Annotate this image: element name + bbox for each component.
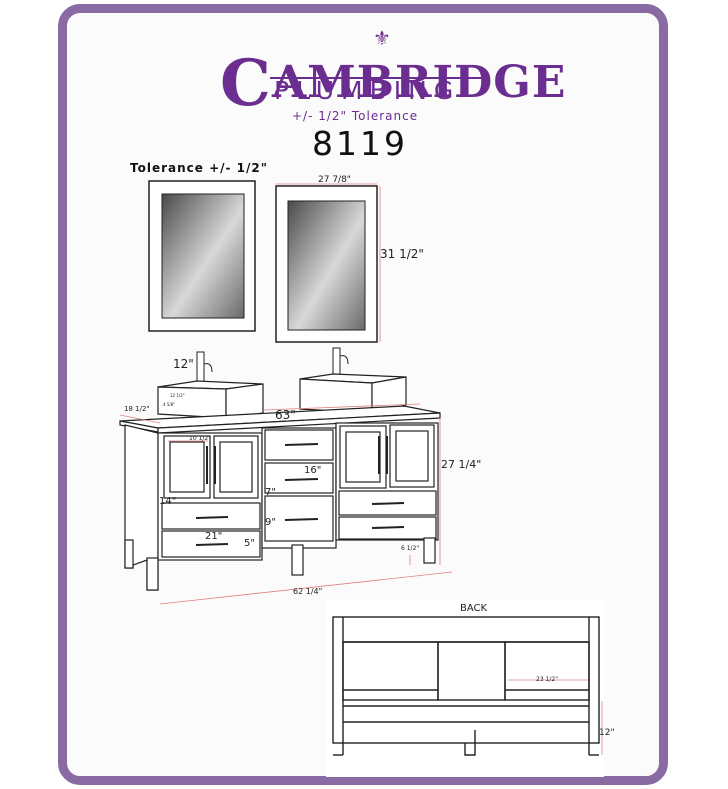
fleur-de-lis-icon: ⚜ [373, 26, 391, 50]
label-mirror-height: 31 1/2" [380, 247, 424, 261]
mirror-right [275, 185, 378, 343]
vanity-dim-lines [119, 403, 453, 605]
label-vanity-height: 27 1/4" [441, 458, 481, 471]
label-sink-dim-2: 4 5/8" [163, 402, 175, 407]
label-center-drawer-width: 16" [304, 465, 321, 476]
mirror-dim-lines [276, 183, 381, 342]
brand-name: AMBRIDGE [271, 57, 567, 108]
label-back-leg-height: 12" [599, 728, 615, 738]
brand-initial: C [220, 46, 272, 121]
label-mirror-width: 27 7/8" [318, 175, 351, 185]
brand-underline [270, 77, 486, 79]
back-view: BACK 23 1/2" 12" [326, 599, 615, 777]
label-door-height: 14" [159, 496, 176, 507]
label-faucet-height: 12" [173, 357, 194, 371]
brand-logo: CAMBRIDGE [220, 38, 567, 121]
sink-right [299, 373, 407, 414]
tolerance-left: Tolerance +/- 1/2" [130, 161, 269, 175]
label-back-inner-width: 23 1/2" [536, 676, 558, 683]
label-drawer-height: 5" [244, 538, 255, 549]
countertop [119, 405, 441, 434]
mirror-left [148, 180, 256, 332]
cabinet-body [124, 422, 439, 591]
back-label: BACK [460, 603, 488, 614]
model-number: 8119 [312, 124, 408, 163]
sink-left [157, 380, 264, 419]
label-top-width: 63" [275, 408, 296, 422]
label-door-width: 10 1/2" [189, 435, 211, 442]
brand-subtitle: PLUMBING [274, 76, 461, 105]
label-base-width: 62 1/4" [293, 587, 322, 596]
tolerance-top: +/- 1/2" Tolerance [292, 109, 419, 123]
label-leg-height: 6 1/2" [401, 545, 419, 552]
label-drawer-width: 21" [205, 531, 222, 542]
label-center-drawer-2: 9" [265, 517, 276, 528]
label-sink-dim-1: 12 1/2" [170, 393, 185, 398]
label-center-drawer-1: 7" [265, 487, 276, 498]
label-depth: 18 1/2" [124, 405, 150, 413]
